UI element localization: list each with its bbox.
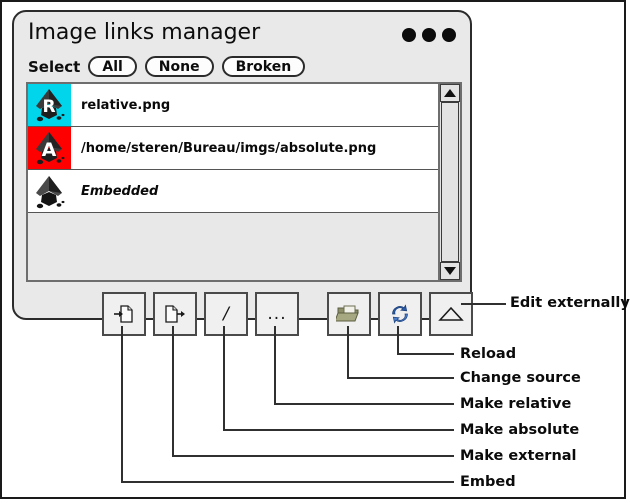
annotation-make-absolute: Make absolute bbox=[460, 422, 580, 438]
image-links-manager-dialog: Image links manager Select All None Brok… bbox=[12, 10, 473, 336]
leader-edit-externally bbox=[461, 303, 506, 305]
leader-make-absolute-v bbox=[223, 326, 225, 431]
refresh-circular-icon bbox=[392, 304, 408, 324]
annotation-edit-externally: Edit externally bbox=[510, 295, 630, 311]
list-item[interactable]: A /home/steren/Bureau/imgs/absolute.png bbox=[28, 127, 438, 170]
window-dot-2 bbox=[422, 28, 436, 42]
annotation-embed: Embed bbox=[460, 474, 516, 490]
scroll-up-button[interactable] bbox=[440, 84, 460, 102]
image-links-list[interactable]: R relative.png bbox=[26, 82, 462, 282]
leader-reload-v bbox=[397, 326, 399, 355]
annotation-change-source: Change source bbox=[460, 370, 581, 386]
select-none-button[interactable]: None bbox=[144, 56, 214, 77]
leader-embed-v bbox=[121, 326, 123, 483]
leader-change-source-h bbox=[347, 377, 454, 379]
list-item-label: Embedded bbox=[81, 183, 159, 199]
inkscape-logo-icon: A bbox=[36, 132, 65, 165]
reload-button[interactable] bbox=[378, 292, 422, 336]
page-title: Image links manager bbox=[28, 20, 261, 45]
list-item[interactable]: Embedded bbox=[28, 170, 438, 213]
thumbnail-embedded bbox=[28, 170, 71, 212]
svg-text:A: A bbox=[42, 139, 57, 161]
select-row: Select All None Broken bbox=[28, 56, 306, 77]
list-item-label: /home/steren/Bureau/imgs/absolute.png bbox=[81, 140, 377, 156]
annotation-make-external: Make external bbox=[460, 448, 577, 464]
triangle-up-icon bbox=[444, 89, 456, 97]
ellipsis-icon: ... bbox=[267, 303, 287, 324]
edit-externally-button[interactable] bbox=[429, 292, 473, 336]
list-item[interactable]: R relative.png bbox=[28, 84, 438, 127]
thumbnail-relative: R bbox=[28, 84, 71, 126]
make-absolute-button[interactable]: / bbox=[204, 292, 248, 336]
leader-reload-h bbox=[397, 353, 454, 355]
select-all-button[interactable]: All bbox=[88, 56, 137, 77]
leader-make-relative-h bbox=[274, 403, 454, 405]
window-dots bbox=[402, 28, 456, 42]
document-arrow-out-icon bbox=[165, 305, 185, 323]
inkscape-logo-icon: R bbox=[36, 89, 65, 122]
scrollbar-thumb[interactable] bbox=[441, 102, 459, 262]
embed-button[interactable] bbox=[102, 292, 146, 336]
make-external-button[interactable] bbox=[153, 292, 197, 336]
scrollbar-track[interactable] bbox=[440, 102, 460, 262]
folder-open-icon bbox=[336, 305, 359, 322]
change-source-button[interactable] bbox=[327, 292, 371, 336]
make-relative-button[interactable]: ... bbox=[255, 292, 299, 336]
leader-make-relative-v bbox=[274, 326, 276, 405]
leader-make-external-h bbox=[172, 455, 454, 457]
select-broken-button[interactable]: Broken bbox=[221, 56, 306, 77]
triangle-down-icon bbox=[444, 267, 456, 275]
window-dot-1 bbox=[402, 28, 416, 42]
leader-make-absolute-h bbox=[223, 429, 454, 431]
list-item-label: relative.png bbox=[81, 97, 171, 113]
leader-make-external-v bbox=[172, 326, 174, 457]
triangle-outline-icon bbox=[438, 306, 464, 321]
thumbnail-absolute: A bbox=[28, 127, 71, 169]
annotation-reload: Reload bbox=[460, 346, 517, 362]
select-label: Select bbox=[28, 57, 81, 76]
document-arrow-in-icon bbox=[114, 305, 133, 323]
inkscape-logo-icon bbox=[36, 176, 65, 209]
window-dot-3 bbox=[442, 28, 456, 42]
svg-text:R: R bbox=[42, 97, 55, 117]
list-rows-container: R relative.png bbox=[28, 84, 438, 280]
slash-icon: / bbox=[223, 303, 229, 324]
scroll-down-button[interactable] bbox=[440, 262, 460, 280]
leader-embed-h bbox=[121, 481, 454, 483]
list-scrollbar[interactable] bbox=[438, 84, 460, 280]
leader-change-source-v bbox=[347, 326, 349, 379]
annotation-make-relative: Make relative bbox=[460, 396, 572, 412]
